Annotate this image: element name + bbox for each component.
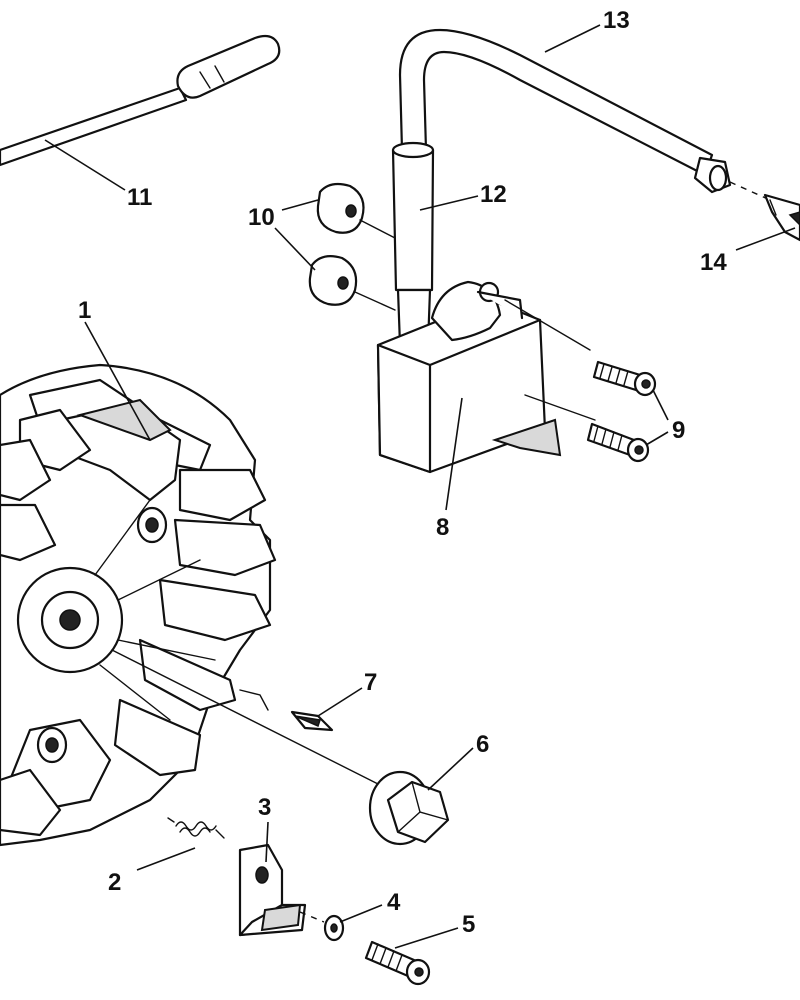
part-12-sleeve: [391, 141, 435, 347]
part-11-rod: [0, 34, 281, 167]
part-4-washer: [299, 911, 345, 942]
callout-9: 9: [672, 417, 685, 444]
callout-3: 3: [258, 794, 271, 821]
callout-6: 6: [476, 731, 489, 758]
callout-4: 4: [387, 889, 401, 916]
part-10-grommets: [308, 182, 396, 311]
part-13-ignition-lead: [398, 28, 771, 201]
part-3-bracket: [238, 843, 307, 937]
part-5-bolt: [364, 940, 431, 986]
callout-numbers: 1 2 3 4 5 6 7 8 9 10 11 12 13 14: [78, 7, 727, 938]
part-9-screws: [586, 360, 657, 463]
callout-2: 2: [108, 869, 121, 896]
callout-8: 8: [436, 514, 449, 541]
part-8-ignition-module: [376, 280, 596, 474]
leader-lines: [44, 24, 796, 949]
callout-12: 12: [480, 181, 507, 208]
callout-13: 13: [603, 7, 630, 34]
callout-5: 5: [462, 911, 475, 938]
part-6-nut: [368, 770, 450, 846]
assembly-axis-line: [111, 649, 381, 786]
callout-1: 1: [78, 297, 91, 324]
part-1-flywheel: [0, 363, 277, 847]
part-7-key: [290, 710, 334, 732]
part-2-spring: [167, 817, 225, 839]
callout-10: 10: [248, 204, 275, 231]
callout-14: 14: [700, 249, 727, 276]
callout-11: 11: [127, 184, 152, 211]
callout-7: 7: [364, 669, 377, 696]
